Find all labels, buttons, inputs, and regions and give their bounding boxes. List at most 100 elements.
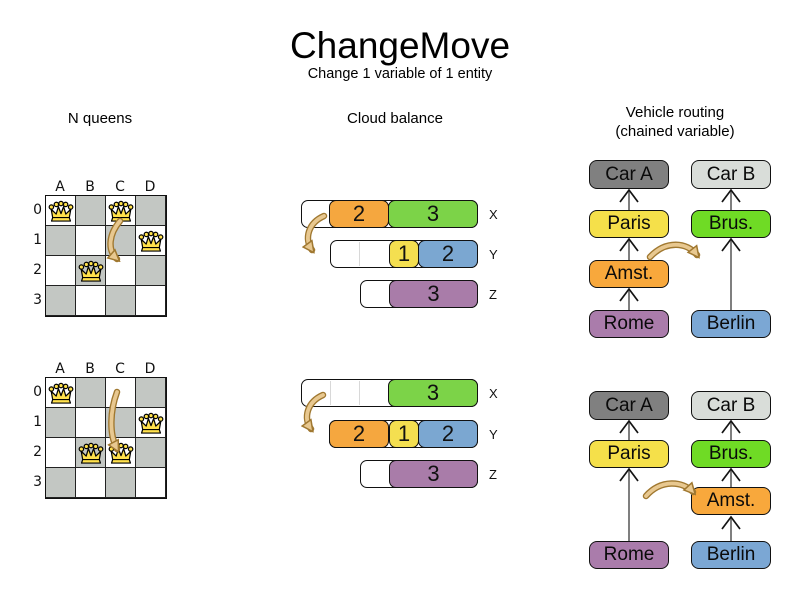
- machine-label: Y: [489, 427, 498, 442]
- board-cell: [76, 286, 106, 316]
- process-block: 1: [389, 420, 419, 448]
- board-cell: [136, 196, 166, 226]
- machine-bar-z-after: 3: [360, 460, 478, 488]
- capacity-divider: [359, 381, 360, 405]
- board-cell: [106, 286, 136, 316]
- board-cell: [136, 256, 166, 286]
- board-cell: [106, 408, 136, 438]
- board-cell: [76, 408, 106, 438]
- move-arrow-vehicle: [646, 241, 701, 261]
- row-header: 1: [33, 414, 42, 430]
- section-label-nqueens: N queens: [67, 110, 133, 127]
- board-cell: [106, 256, 136, 286]
- vehicle-node-brussels: Brus.: [691, 440, 771, 468]
- board-cell: [76, 468, 106, 498]
- process-block: 3: [388, 379, 478, 407]
- chain-arrowhead: [619, 287, 639, 302]
- board-cell: [46, 286, 76, 316]
- queen-icon: [47, 379, 75, 407]
- queen-icon: [137, 227, 165, 255]
- vehicle-node-paris: Paris: [589, 440, 669, 468]
- vehicle-node-car-a: Car A: [589, 391, 669, 420]
- machine-label: Y: [489, 247, 498, 262]
- vehicle-node-berlin: Berlin: [691, 310, 771, 338]
- queen-icon: [107, 439, 135, 467]
- vehicle-node-brussels: Brus.: [691, 210, 771, 238]
- board-cell: [76, 196, 106, 226]
- chain-arrowhead: [721, 188, 741, 203]
- machine-bar-x-before: 2 3: [301, 200, 478, 228]
- board-cell: [136, 226, 166, 256]
- process-block: 2: [329, 200, 389, 228]
- queen-icon: [77, 439, 105, 467]
- row-header: 2: [33, 262, 42, 278]
- machine-label: Z: [489, 287, 497, 302]
- vehicle-node-amsterdam: Amst.: [589, 260, 669, 288]
- capacity-divider: [359, 242, 360, 266]
- board-cell: [136, 378, 166, 408]
- board-cell: [76, 226, 106, 256]
- board-cell: [106, 378, 136, 408]
- machine-bar-y-before: 1 2: [330, 240, 478, 268]
- section-sublabel-vehicle: (chained variable): [615, 123, 735, 140]
- chain-arrowhead: [619, 467, 639, 482]
- queen-icon: [47, 197, 75, 225]
- board-cell: [46, 468, 76, 498]
- chessboard-after: [45, 377, 167, 499]
- process-block: 2: [418, 240, 478, 268]
- board-cell: [46, 196, 76, 226]
- board-cell: [46, 378, 76, 408]
- chain-connectors-before: [619, 188, 741, 310]
- row-header: 0: [33, 384, 42, 400]
- move-arrow-vehicle-after: [642, 480, 693, 500]
- process-block: 2: [418, 420, 478, 448]
- col-header: D: [144, 361, 156, 377]
- board-cell: [46, 226, 76, 256]
- capacity-divider: [330, 381, 331, 405]
- vehicle-node-amsterdam: Amst.: [691, 487, 771, 515]
- row-header: 3: [33, 474, 42, 490]
- machine-label: X: [489, 386, 498, 401]
- vehicle-node-paris: Paris: [589, 210, 669, 238]
- chain-arrowhead: [721, 237, 741, 252]
- process-block: 1: [389, 240, 419, 268]
- board-cell: [106, 438, 136, 468]
- col-header: B: [85, 179, 95, 195]
- machine-bar-x-after: 3: [301, 379, 478, 407]
- vehicle-node-car-b: Car B: [691, 391, 771, 420]
- chain-arrowhead: [721, 515, 741, 530]
- vehicle-node-rome: Rome: [589, 541, 669, 569]
- page-title: ChangeMove: [289, 25, 511, 66]
- vehicle-node-car-b: Car B: [691, 160, 771, 189]
- chain-arrowhead: [721, 419, 741, 434]
- board-cell: [136, 438, 166, 468]
- section-label-vehicle: Vehicle routing: [625, 104, 725, 121]
- section-label-cloud: Cloud balance: [347, 110, 443, 127]
- board-cell: [106, 226, 136, 256]
- col-header: D: [144, 179, 156, 195]
- board-cell: [136, 468, 166, 498]
- chain-arrowhead: [721, 467, 741, 482]
- queen-icon: [137, 409, 165, 437]
- process-block: 3: [389, 280, 478, 308]
- machine-bar-z-before: 3: [360, 280, 478, 308]
- board-cell: [46, 438, 76, 468]
- process-block: 3: [389, 460, 478, 488]
- vehicle-node-car-a: Car A: [589, 160, 669, 189]
- board-cell: [46, 256, 76, 286]
- page-subtitle: Change 1 variable of 1 entity: [307, 66, 493, 82]
- queen-icon: [77, 257, 105, 285]
- board-cell: [76, 378, 106, 408]
- row-header: 3: [33, 292, 42, 308]
- col-header: A: [55, 361, 65, 377]
- col-header: C: [115, 179, 125, 195]
- chain-arrowhead: [619, 188, 639, 203]
- vehicle-node-berlin: Berlin: [691, 541, 771, 569]
- chain-connectors-after: [619, 419, 741, 541]
- col-header: B: [85, 361, 95, 377]
- board-cell: [106, 468, 136, 498]
- row-header: 2: [33, 444, 42, 460]
- process-block: 2: [329, 420, 389, 448]
- col-header: C: [115, 361, 125, 377]
